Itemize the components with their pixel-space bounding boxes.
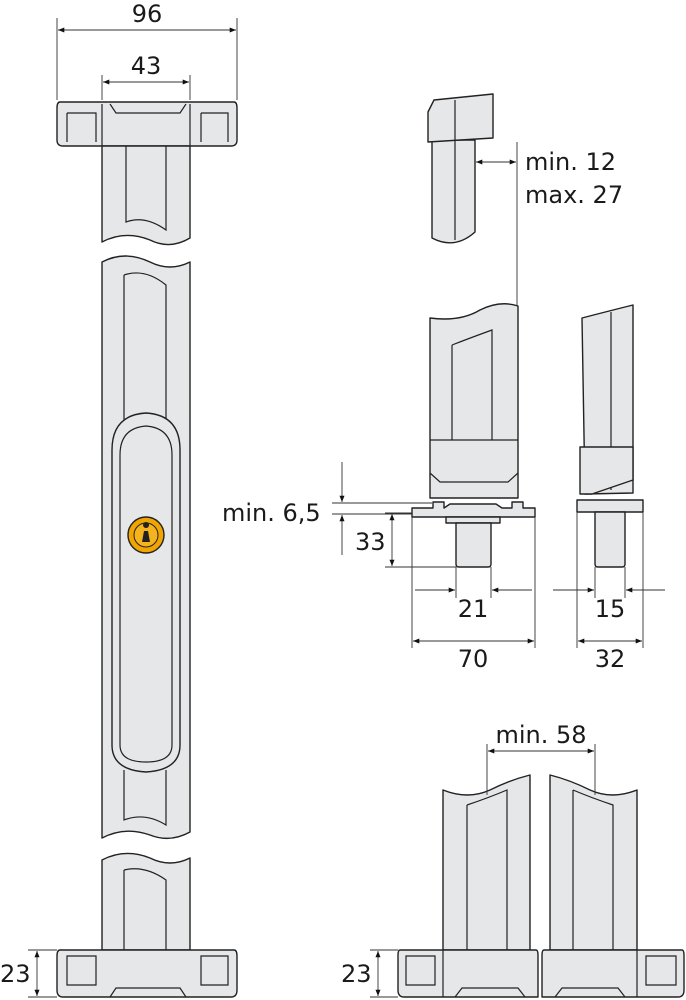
frame-piece-side (576, 304, 644, 568)
key-cylinder-icon (127, 516, 165, 554)
dimension-min-6-5: min. 6,5 (222, 462, 432, 555)
bar-top-segment (101, 145, 191, 246)
plate-width-label: 70 (458, 645, 489, 673)
dimension-21: 21 (411, 517, 536, 648)
post-width-label: 21 (458, 595, 489, 623)
frame-piece-middle (411, 303, 536, 568)
dimension-15: 15 (553, 512, 665, 648)
keeper-post (455, 522, 492, 568)
dimension-label-96: 96 (132, 0, 163, 28)
keeper-plate (411, 501, 536, 518)
dimension-32: 32 (578, 638, 642, 673)
dimension-label-23-left: 23 (0, 960, 31, 988)
bar-lock-front-view (56, 101, 238, 998)
dimension-23-left: 23 (0, 949, 57, 998)
dimension-96: 96 (56, 0, 238, 100)
gap-max-label: max. 27 (525, 181, 623, 209)
bar-bottom-segment (101, 852, 191, 951)
sash-piece-top (427, 93, 494, 244)
dimension-33: 33 (355, 512, 456, 568)
dimension-label-43: 43 (131, 52, 162, 80)
top-end-cap (56, 101, 238, 147)
handle (111, 412, 181, 773)
dimension-min-58: min. 58 (486, 721, 596, 795)
bottom-end-cap (56, 949, 238, 998)
plate-depth-label: 32 (595, 645, 626, 673)
post-depth-label: 15 (595, 595, 626, 623)
dimension-43: 43 (101, 52, 191, 100)
dimension-gap-12-27: min. 12 max. 27 (476, 142, 623, 312)
gap-min-label: min. 12 (525, 148, 616, 176)
dimension-70: 70 (413, 638, 534, 673)
keeper-height-label: 33 (355, 528, 386, 556)
double-sash-view (397, 774, 685, 998)
dimension-23-right: 23 (341, 949, 398, 998)
min-clearance-label: min. 6,5 (222, 499, 321, 527)
min-gap-label: min. 58 (495, 721, 586, 749)
dimension-label-23-right: 23 (341, 960, 372, 988)
